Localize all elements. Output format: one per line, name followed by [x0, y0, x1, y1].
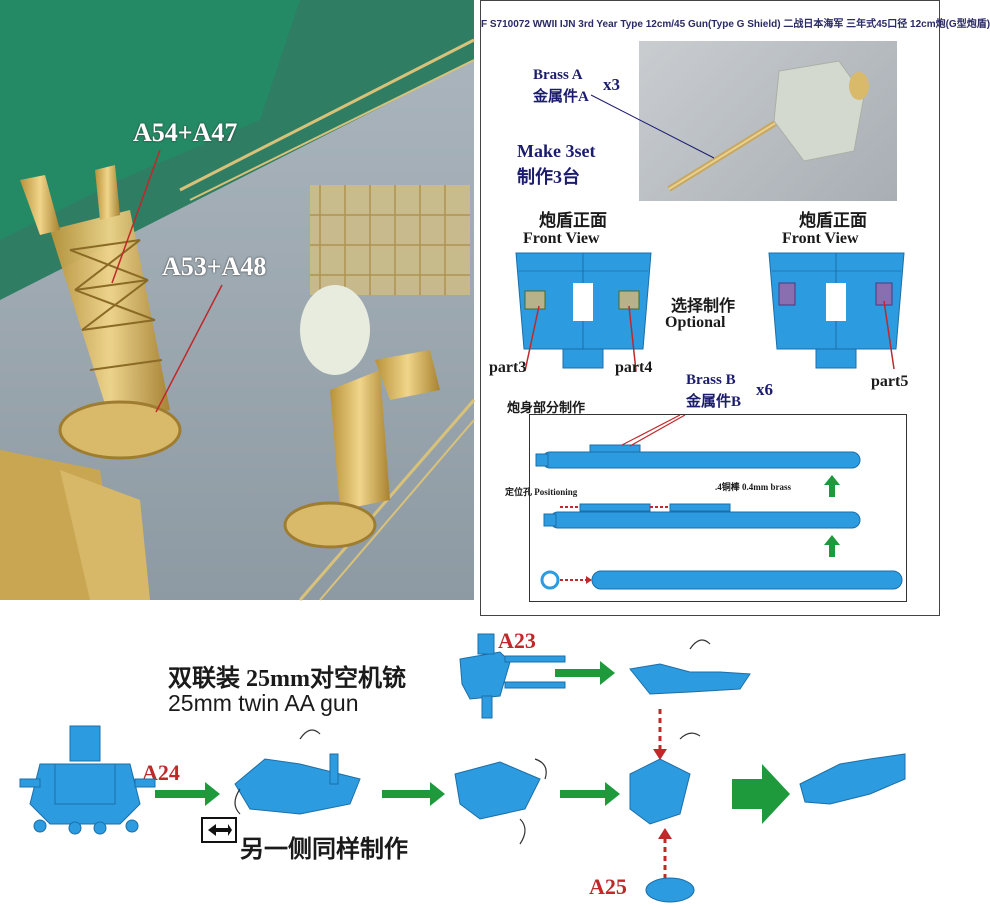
aa-title-en: 25mm twin AA gun — [168, 690, 359, 716]
make-3set-cn: 制作3台 — [517, 167, 580, 187]
positioning-label: 定位孔 Positioning — [505, 487, 578, 497]
front-view-cn-left: 炮盾正面 — [539, 211, 607, 230]
brass-a-en: Brass A — [533, 67, 583, 83]
front-view-cn-right: 炮盾正面 — [799, 211, 867, 230]
brass-b-en: Brass B — [686, 372, 736, 388]
aa-gun-section: 双联装 25mm对空机铳 25mm twin AA gun A23 A24 A2… — [0, 614, 945, 908]
make-3set-en: Make 3set — [517, 141, 596, 161]
other-side-note: 另一侧同样制作 — [240, 837, 408, 863]
brass-rod-label: .4铜棒 0.4mm brass — [715, 482, 791, 492]
front-view-en-left: Front View — [523, 230, 600, 247]
brass-a-qty: x3 — [603, 75, 620, 94]
label-a23: A23 — [498, 628, 536, 653]
instruction-panel: F S710072 WWII IJN 3rd Year Type 12cm/45… — [480, 0, 990, 616]
label-a53-a48: A53+A48 — [162, 252, 267, 281]
barrel-section-title: 炮身部分制作 — [507, 400, 586, 415]
optional-en: Optional — [665, 314, 726, 331]
model-photo: A54+A47 A53+A48 — [0, 0, 476, 601]
brass-a-art — [667, 60, 869, 192]
brass-a-photo — [639, 41, 897, 201]
label-a54-a47: A54+A47 — [133, 118, 238, 147]
brass-a-leader — [590, 94, 715, 159]
barrel-diagrams — [535, 414, 903, 590]
brass-b-qty: x6 — [756, 380, 773, 399]
front-view-en-right: Front View — [782, 230, 859, 247]
brass-b-cn: 金属件B — [686, 394, 742, 410]
aa-gun-diagrams — [19, 633, 906, 903]
panel-header: F S710072 WWII IJN 3rd Year Type 12cm/45… — [481, 19, 990, 30]
shield-front-right — [768, 252, 905, 370]
brass-a-cn: 金属件A — [533, 89, 589, 105]
label-a25: A25 — [589, 874, 627, 899]
barrel-section-box — [529, 414, 907, 602]
optional-cn: 选择制作 — [671, 298, 736, 315]
aa-title-cn: 双联装 25mm对空机铳 — [168, 666, 406, 692]
shield-front-left — [515, 252, 652, 372]
part3-label: part3 — [489, 359, 527, 376]
part4-label: part4 — [615, 359, 653, 376]
model-photo-art — [0, 0, 476, 601]
part5-label: part5 — [871, 373, 909, 390]
